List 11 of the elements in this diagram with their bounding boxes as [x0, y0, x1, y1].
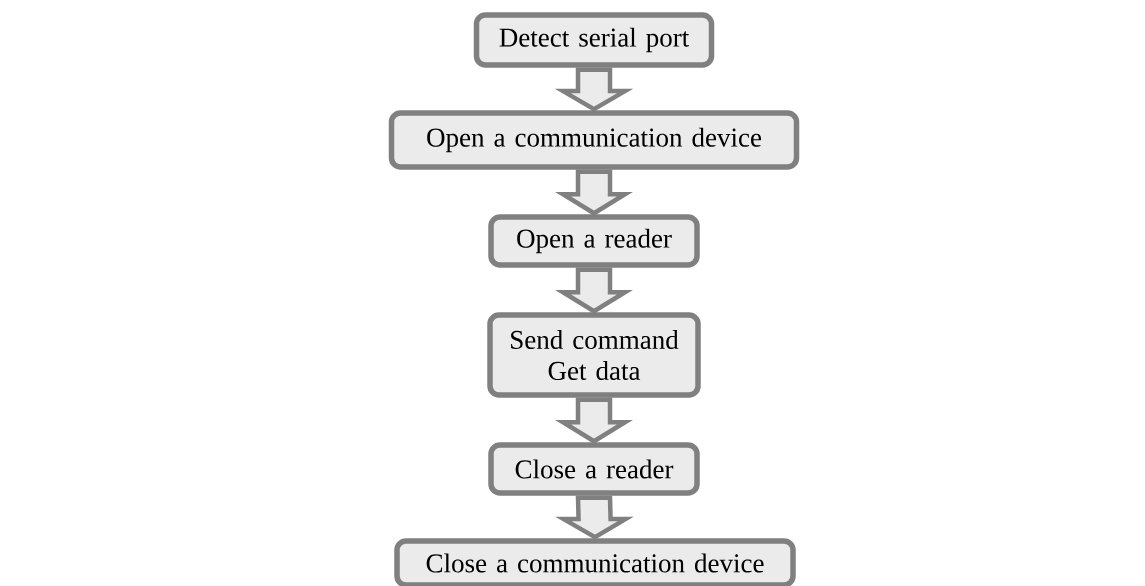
- process-box: Open a reader: [488, 214, 700, 268]
- block-arrow: [555, 495, 634, 540]
- block-arrow: [554, 67, 634, 112]
- process-box: Close a communication device: [394, 538, 796, 586]
- block-arrow: [555, 397, 633, 444]
- block-arrow: [555, 267, 633, 314]
- process-box: Open a communication device: [388, 110, 800, 170]
- process-box: Close a reader: [488, 442, 700, 496]
- process-box: Send command Get data: [487, 312, 701, 398]
- block-arrow: [555, 169, 633, 216]
- process-box: Detect serial port: [473, 12, 715, 68]
